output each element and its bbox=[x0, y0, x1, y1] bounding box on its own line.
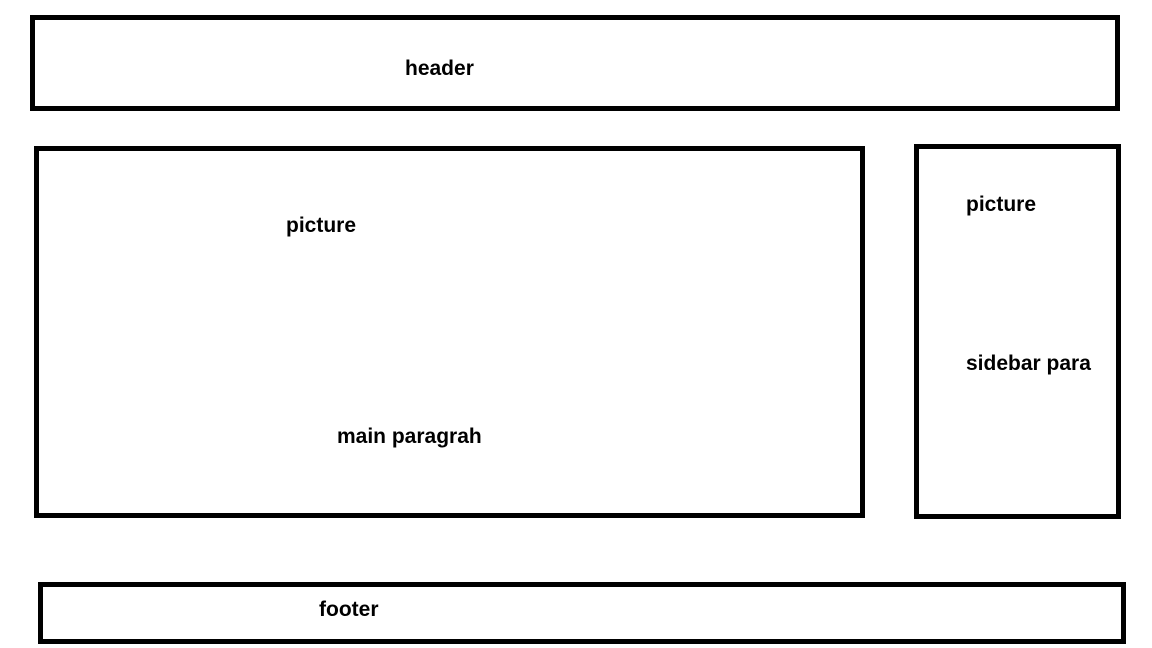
header-region bbox=[30, 15, 1120, 111]
footer-region bbox=[38, 582, 1126, 644]
sidebar-region bbox=[914, 144, 1121, 519]
main-content-region bbox=[34, 146, 865, 518]
footer-label: footer bbox=[319, 598, 379, 621]
header-label: header bbox=[405, 57, 474, 80]
sidebar-picture-label: picture bbox=[966, 193, 1037, 216]
main-picture-label: picture bbox=[286, 214, 357, 237]
sidebar-paragraph-label: sidebar para bbox=[966, 352, 1091, 375]
main-paragraph-label: main paragrah bbox=[337, 425, 482, 448]
